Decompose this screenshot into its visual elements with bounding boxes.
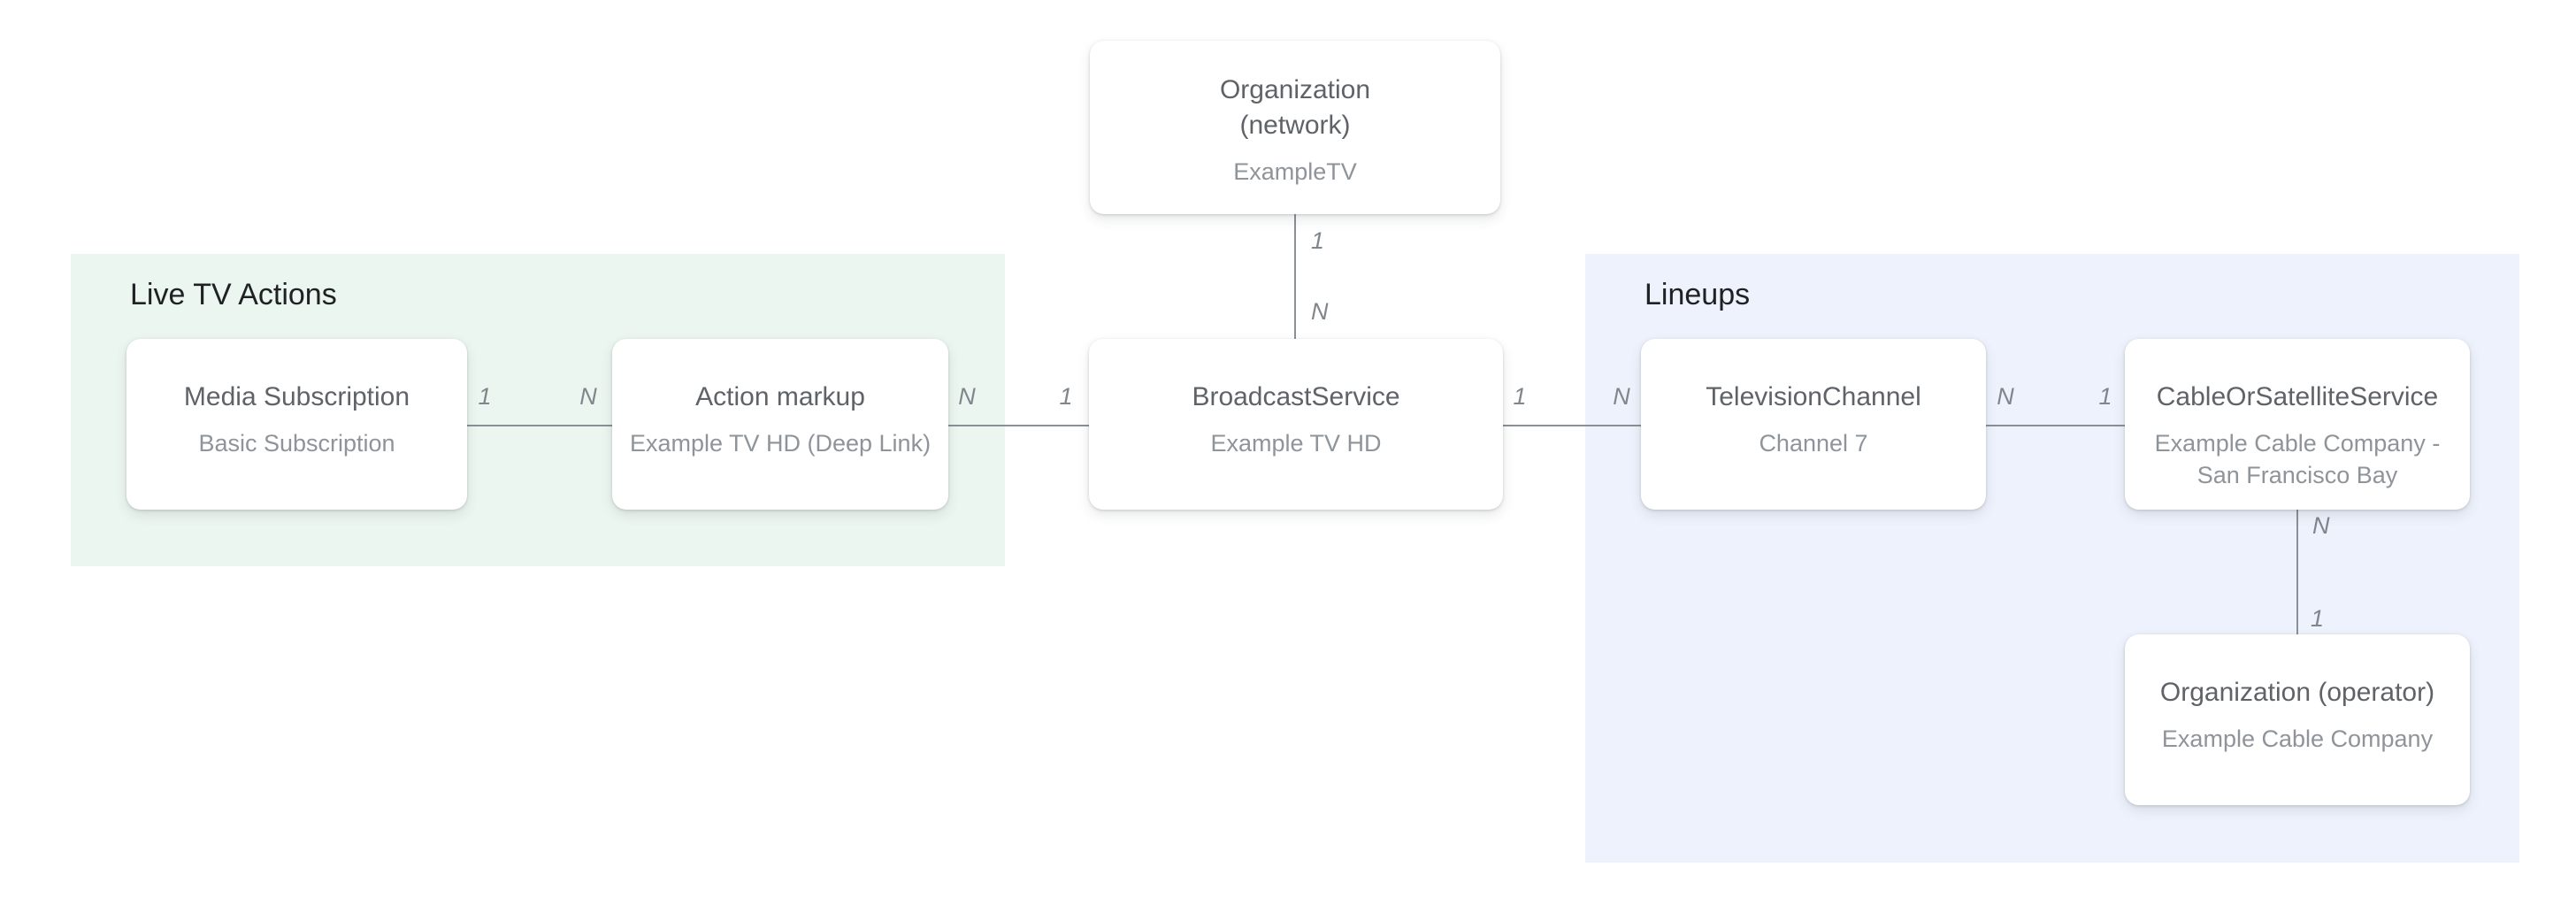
node-broadcast-service: BroadcastService Example TV HD bbox=[1089, 339, 1503, 510]
edge-actionmarkup-broadcastservice-from-label: N bbox=[958, 383, 976, 410]
edge-mediasubscription-actionmarkup-from-label: 1 bbox=[478, 383, 492, 410]
edge-actionmarkup-broadcastservice bbox=[948, 425, 1089, 426]
region-live-tv-actions-label: Live TV Actions bbox=[130, 278, 337, 311]
edge-network-broadcastservice-from-label: 1 bbox=[1311, 227, 1325, 254]
edge-televisionchannel-cableservice-to-label: 1 bbox=[2098, 383, 2112, 410]
node-organization-network: Organization (network) ExampleTV bbox=[1090, 41, 1500, 214]
edge-cableservice-operator bbox=[2296, 510, 2298, 634]
node-organization-operator-subtitle: Example Cable Company bbox=[2161, 726, 2434, 752]
node-organization-network-subtitle: ExampleTV bbox=[1233, 158, 1357, 185]
edge-broadcastservice-televisionchannel-from-label: 1 bbox=[1513, 383, 1527, 410]
node-television-channel: TelevisionChannel Channel 7 bbox=[1641, 339, 1986, 510]
node-action-markup-subtitle: Example TV HD (Deep Link) bbox=[629, 430, 932, 457]
node-cable-or-satellite-service-subtitle: Example Cable Company - San Francisco Ba… bbox=[2154, 430, 2441, 488]
edge-actionmarkup-broadcastservice-to-label: 1 bbox=[1059, 383, 1073, 410]
node-media-subscription-subtitle: Basic Subscription bbox=[198, 430, 395, 457]
node-cable-or-satellite-service: CableOrSatelliteService Example Cable Co… bbox=[2125, 339, 2470, 510]
node-media-subscription-title: Media Subscription bbox=[183, 382, 410, 411]
edge-mediasubscription-actionmarkup bbox=[467, 425, 612, 426]
edge-network-broadcastservice-to-label: N bbox=[1311, 298, 1329, 325]
edge-mediasubscription-actionmarkup-to-label: N bbox=[579, 383, 597, 410]
node-media-subscription: Media Subscription Basic Subscription bbox=[126, 339, 467, 510]
node-television-channel-subtitle: Channel 7 bbox=[1759, 430, 1868, 457]
node-cable-or-satellite-service-title: CableOrSatelliteService bbox=[2156, 382, 2439, 411]
node-action-markup: Action markup Example TV HD (Deep Link) bbox=[612, 339, 948, 510]
node-broadcast-service-subtitle: Example TV HD bbox=[1210, 430, 1382, 457]
node-action-markup-title: Action markup bbox=[695, 382, 865, 411]
node-organization-operator: Organization (operator) Example Cable Co… bbox=[2125, 634, 2470, 805]
edge-broadcastservice-televisionchannel-to-label: N bbox=[1613, 383, 1630, 410]
region-lineups-label: Lineups bbox=[1644, 278, 1751, 311]
edge-cableservice-operator-to-label: 1 bbox=[2311, 605, 2325, 632]
node-organization-operator-title: Organization (operator) bbox=[2159, 678, 2435, 707]
node-television-channel-title: TelevisionChannel bbox=[1706, 382, 1921, 411]
node-organization-network-title: Organization (network) bbox=[1219, 75, 1371, 140]
edge-broadcastservice-televisionchannel bbox=[1503, 425, 1641, 426]
edge-network-broadcastservice bbox=[1294, 214, 1296, 339]
edge-cableservice-operator-from-label: N bbox=[2312, 512, 2330, 539]
node-broadcast-service-title: BroadcastService bbox=[1192, 382, 1400, 411]
edge-televisionchannel-cableservice bbox=[1986, 425, 2125, 426]
edge-televisionchannel-cableservice-from-label: N bbox=[1997, 383, 2014, 410]
